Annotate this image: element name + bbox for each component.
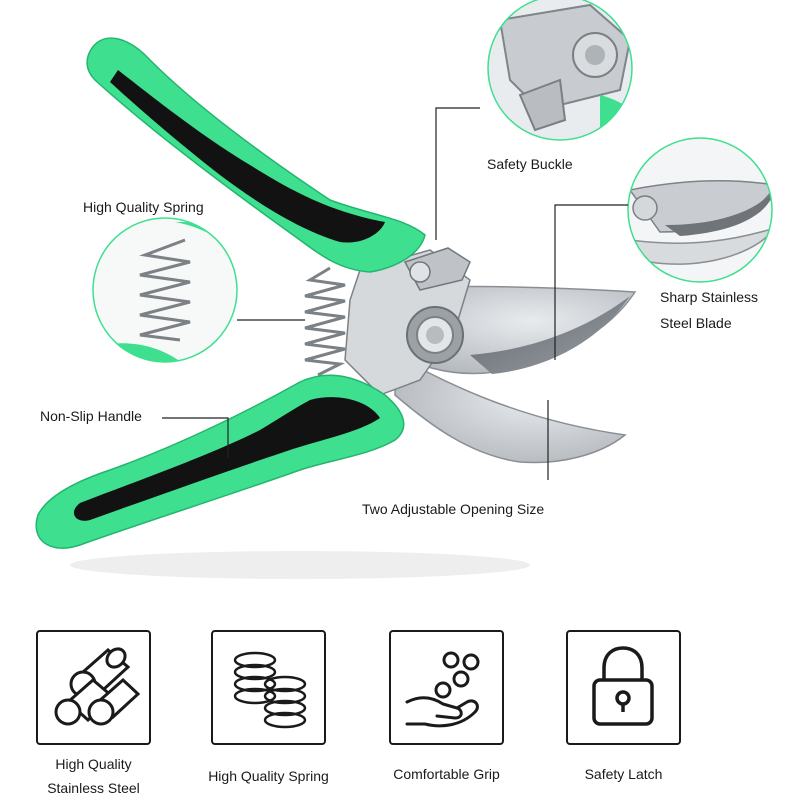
callout-non-slip-handle: Non-Slip Handle — [40, 408, 142, 424]
leader-blade — [554, 204, 628, 360]
spring-coils-icon — [233, 651, 307, 729]
callout-sharp-blade-line1: Sharp Stainless — [660, 289, 759, 305]
hand-grip-icon — [405, 651, 480, 728]
lower-handle-grip — [73, 397, 380, 521]
sharp-blade-closeup — [627, 137, 773, 283]
feature-box-spring — [211, 630, 326, 745]
feature-label-latch: Safety Latch — [584, 766, 663, 782]
shadow — [70, 551, 530, 579]
feature-label-stainless-line1: High Quality — [55, 756, 132, 772]
spring-closeup — [92, 217, 238, 363]
callout-safety-buckle: Safety Buckle — [487, 156, 573, 172]
feature-label-stainless-steel: High Quality Stainless Steel — [36, 752, 151, 800]
callout-sharp-blade-line2: Steel Blade — [660, 315, 732, 331]
steel-rods-icon — [54, 647, 141, 726]
feature-label-grip: Comfortable Grip — [393, 766, 500, 782]
feature-label-stainless-line2: Stainless Steel — [47, 780, 140, 796]
upper-blade-edge — [470, 296, 630, 374]
leader-lines — [162, 107, 628, 480]
feature-box-grip — [389, 630, 504, 745]
leader-safety-buckle — [435, 107, 480, 240]
upper-handle-grip — [110, 70, 385, 243]
callout-sharp-blade: Sharp Stainless Steel Blade — [660, 284, 758, 336]
feature-box-stainless-steel — [36, 630, 151, 745]
feature-box-latch — [566, 630, 681, 745]
spring — [304, 266, 346, 377]
callout-high-quality-spring: High Quality Spring — [83, 199, 204, 215]
leader-handle — [162, 417, 229, 458]
feature-label-spring: High Quality Spring — [208, 768, 329, 784]
pivot-bolt — [406, 306, 464, 364]
padlock-icon — [592, 646, 654, 726]
safety-buckle-latch — [403, 247, 471, 291]
safety-buckle-closeup — [487, 0, 633, 141]
pruning-shears-illustration — [35, 0, 773, 579]
lower-blade — [394, 353, 627, 464]
callout-two-opening-size: Two Adjustable Opening Size — [362, 501, 545, 517]
